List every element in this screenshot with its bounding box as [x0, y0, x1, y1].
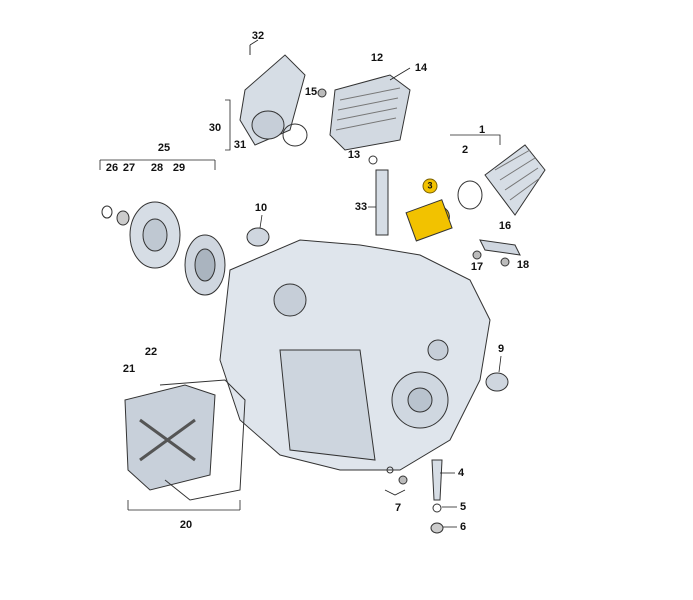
callout-10: 10 [254, 202, 268, 214]
oil-cooler [329, 74, 411, 151]
leader-lines [99, 39, 502, 528]
callout-16: 16 [498, 220, 512, 232]
callout-30: 30 [208, 122, 222, 134]
callout-1: 1 [478, 124, 486, 136]
filter-housing [484, 144, 546, 216]
cover-gasket [159, 379, 246, 501]
callout-15: 15 [304, 86, 318, 98]
callout-26: 26 [105, 162, 119, 174]
callout-3-highlighted[interactable]: 3 [422, 178, 438, 194]
callout-17: 17 [470, 261, 484, 273]
callout-28: 28 [150, 162, 164, 174]
callout-9: 9 [497, 343, 505, 355]
callout-12: 12 [370, 52, 384, 64]
callout-27: 27 [122, 162, 136, 174]
callout-29: 29 [172, 162, 186, 174]
tube [375, 169, 389, 236]
callout-20: 20 [179, 519, 193, 531]
callout-32: 32 [251, 30, 265, 42]
callout-2: 2 [461, 144, 469, 156]
callout-33: 33 [354, 201, 368, 213]
callout-6: 6 [459, 521, 467, 533]
housing-flange [279, 349, 376, 461]
callout-21: 21 [122, 363, 136, 375]
callout-5: 5 [459, 501, 467, 513]
callout-14: 14 [414, 62, 428, 74]
callout-25: 25 [157, 142, 171, 154]
callout-31: 31 [233, 139, 247, 151]
callout-4: 4 [457, 467, 465, 479]
callout-13: 13 [347, 149, 361, 161]
callout-7: 7 [394, 502, 402, 514]
callout-22: 22 [144, 346, 158, 358]
callout-18: 18 [516, 259, 530, 271]
